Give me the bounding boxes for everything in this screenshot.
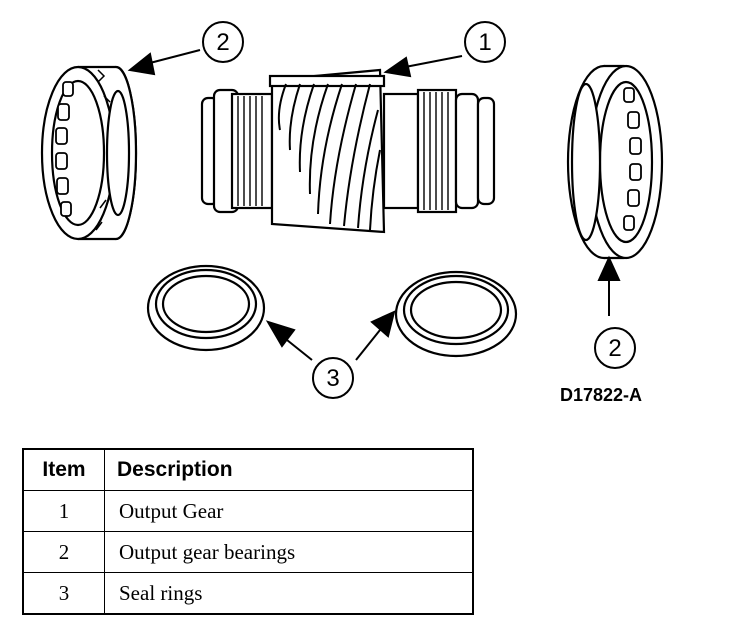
table-row: 3 Seal rings: [22, 572, 474, 615]
callout-3-left-arrowhead: [265, 320, 296, 348]
callout-3-right-leader: [355, 329, 381, 361]
callout-3: 3: [312, 357, 354, 399]
header-item: Item: [22, 448, 105, 491]
row-description: Seal rings: [104, 572, 474, 615]
callout-3-right-arrowhead: [370, 310, 396, 338]
table-header-row: Item Description: [22, 448, 474, 491]
callout-1: 1: [464, 21, 506, 63]
output-gear-exploded-diagram: 1 2 2 3 D17822-A: [40, 21, 664, 405]
callout-2-left-leader: [145, 49, 201, 65]
callout-1-leader: [399, 55, 463, 69]
callout-2-left-number: 2: [216, 29, 229, 56]
item-description-table: Item Description 1 Output Gear 2 Output …: [22, 448, 474, 615]
row-item-number: 2: [22, 531, 105, 573]
row-description: Output gear bearings: [104, 531, 474, 573]
row-item-number: 1: [22, 490, 105, 532]
callout-2-left-arrowhead: [127, 52, 156, 76]
figure-id: D17822-A: [560, 385, 642, 405]
callout-2-right-number: 2: [608, 335, 621, 362]
callout-3-number: 3: [326, 365, 339, 392]
callout-2-left: 2: [202, 21, 244, 63]
callout-2-right: 2: [594, 327, 636, 369]
header-description: Description: [104, 448, 474, 491]
row-description: Output Gear: [104, 490, 474, 532]
callout-1-number: 1: [478, 29, 491, 56]
right-output-gear-bearing: [566, 64, 664, 260]
output-gear: [200, 68, 496, 234]
row-item-number: 3: [22, 572, 105, 615]
table-row: 2 Output gear bearings: [22, 531, 474, 573]
callout-1-arrowhead: [383, 56, 412, 78]
callout-2-right-arrowhead: [597, 255, 621, 281]
left-output-gear-bearing: [40, 65, 138, 241]
table-row: 1 Output Gear: [22, 490, 474, 532]
right-seal-ring: [394, 270, 518, 358]
left-seal-ring: [146, 264, 266, 352]
